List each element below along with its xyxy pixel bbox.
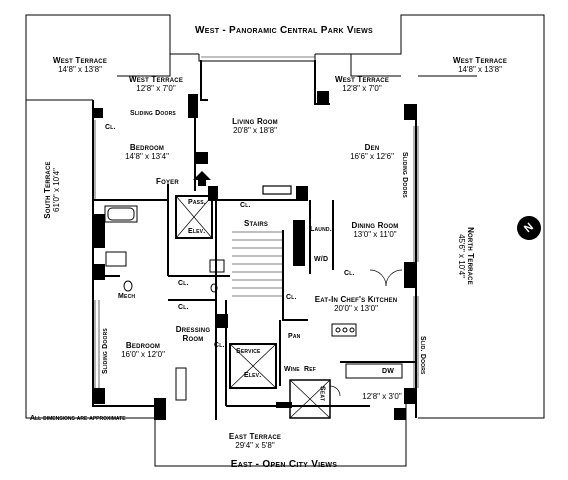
room-name: East Terrace [228, 432, 282, 441]
room-name: Dining Room [351, 221, 399, 230]
small-terrace: 12'8" x 3'0" [352, 392, 412, 402]
sliding-doors-label: Sliding Doors [102, 328, 109, 374]
entry-arrow-icon [193, 171, 211, 186]
structural-columns [93, 91, 416, 420]
service-elevator [229, 343, 277, 389]
room-dims: 16'6" x 12'6" [350, 151, 394, 161]
living-room: Living Room 20'8" x 18'8" [210, 117, 300, 136]
ref-label: Ref [304, 366, 317, 373]
north-view-header: West - Panoramic Central Park Views [195, 25, 373, 36]
closet-label: Cl. [105, 124, 116, 131]
seat-label: Seat [318, 386, 326, 402]
room-dims: 45'6" x 10'4" [457, 234, 467, 278]
room-name: Bedroom [129, 143, 165, 152]
room-dims: 61'0" x 10'4" [51, 168, 61, 212]
closet-label: Cl. [240, 202, 251, 209]
door-swings [329, 269, 403, 397]
service-elev-top-label: Service [236, 348, 261, 355]
east-terrace: East Terrace 29'4" x 5'8" [200, 432, 310, 451]
bedroom-lower: Bedroom 16'0" x 12'0" [108, 341, 178, 360]
closet-label: Cl. [286, 294, 297, 301]
south-view-header: East - Open City Views [230, 459, 338, 470]
sliding-doors-label: Sliding Doors [401, 152, 408, 198]
foyer-label: Foyer [156, 177, 179, 186]
room-dims: 16'0" x 12'0" [121, 349, 165, 359]
dimensions-note: All dimensions are approximate [30, 415, 126, 422]
bath-fixtures [104, 205, 225, 401]
south-terrace: South Terrace 61'0" x 10'4" [43, 150, 62, 230]
room-name: West Terrace [52, 56, 108, 65]
wd-label: W/D [314, 256, 329, 263]
mech-label: Mech [118, 293, 136, 300]
bedroom-upper: Bedroom 14'8" x 13'4" [112, 143, 182, 162]
room-dims: 20'8" x 18'8" [233, 125, 277, 135]
stairs-label: Stairs [244, 219, 269, 228]
closet-label: Cl. [214, 342, 225, 349]
north-terrace: North Terrace 45'6" x 10'4" [456, 214, 475, 298]
room-name: Bedroom [125, 341, 161, 350]
dining-room: Dining Room 13'0" x 11'0" [340, 221, 410, 240]
slid-doors-label: Slid. Doors [419, 336, 426, 375]
room-name: Dressing Room [175, 325, 211, 343]
west-terrace-right: West Terrace 14'8" x 13'8" [440, 56, 520, 75]
dw-label: DW [382, 368, 395, 375]
windows [94, 56, 419, 388]
pantry-label: Pan [288, 333, 301, 340]
room-dims: 29'4" x 5'8" [235, 440, 275, 450]
room-dims: 14'8" x 13'4" [125, 151, 169, 161]
west-terrace-inner-right: West Terrace 12'8" x 7'0" [322, 75, 402, 94]
west-terrace-inner-left: West Terrace 12'8" x 7'0" [116, 75, 196, 94]
room-dims: 20'0" x 13'0" [334, 303, 378, 313]
room-dims: 14'8" x 13'8" [458, 64, 502, 74]
sliding-doors-label: Sliding Doors [130, 110, 176, 117]
laundry-label: Laund. [310, 226, 332, 233]
dressing-room: Dressing Room [168, 325, 218, 344]
room-name: Den [364, 143, 380, 152]
pass-elev-bottom-label: Elev. [188, 228, 206, 235]
room-name: Eat-In Chef's Kitchen [314, 295, 398, 304]
room-dims: 14'8" x 13'8" [58, 64, 102, 74]
kitchen-fixtures [331, 323, 403, 379]
passenger-elevator [175, 195, 213, 239]
room-dims: 12'8" x 7'0" [136, 83, 176, 93]
room-name: West Terrace [334, 75, 390, 84]
room-name: Living Room [232, 117, 278, 126]
seat-elevator [289, 379, 331, 419]
wine-label: Wine [284, 366, 300, 373]
room-name: West Terrace [452, 56, 508, 65]
pass-elev-top-label: Pass. [188, 199, 206, 206]
west-terrace-left: West Terrace 14'8" x 13'8" [40, 56, 120, 75]
stairs-lines [232, 231, 282, 297]
den: Den 16'6" x 12'6" [332, 143, 412, 162]
fireplace-icon [262, 185, 292, 195]
closet-label: Cl. [178, 280, 189, 287]
closet-label: Cl. [344, 270, 355, 277]
room-dims: 12'8" x 3'0" [362, 392, 402, 401]
closet-label: Cl. [178, 304, 189, 311]
room-name: North Terrace [466, 227, 475, 285]
service-elev-bottom-label: Elev. [244, 372, 262, 379]
kitchen: Eat-In Chef's Kitchen 20'0" x 13'0" [306, 295, 406, 314]
room-dims: 12'8" x 7'0" [342, 83, 382, 93]
terrace-outline [25, 14, 545, 467]
room-dims: 13'0" x 11'0" [353, 229, 397, 239]
room-name: West Terrace [128, 75, 184, 84]
